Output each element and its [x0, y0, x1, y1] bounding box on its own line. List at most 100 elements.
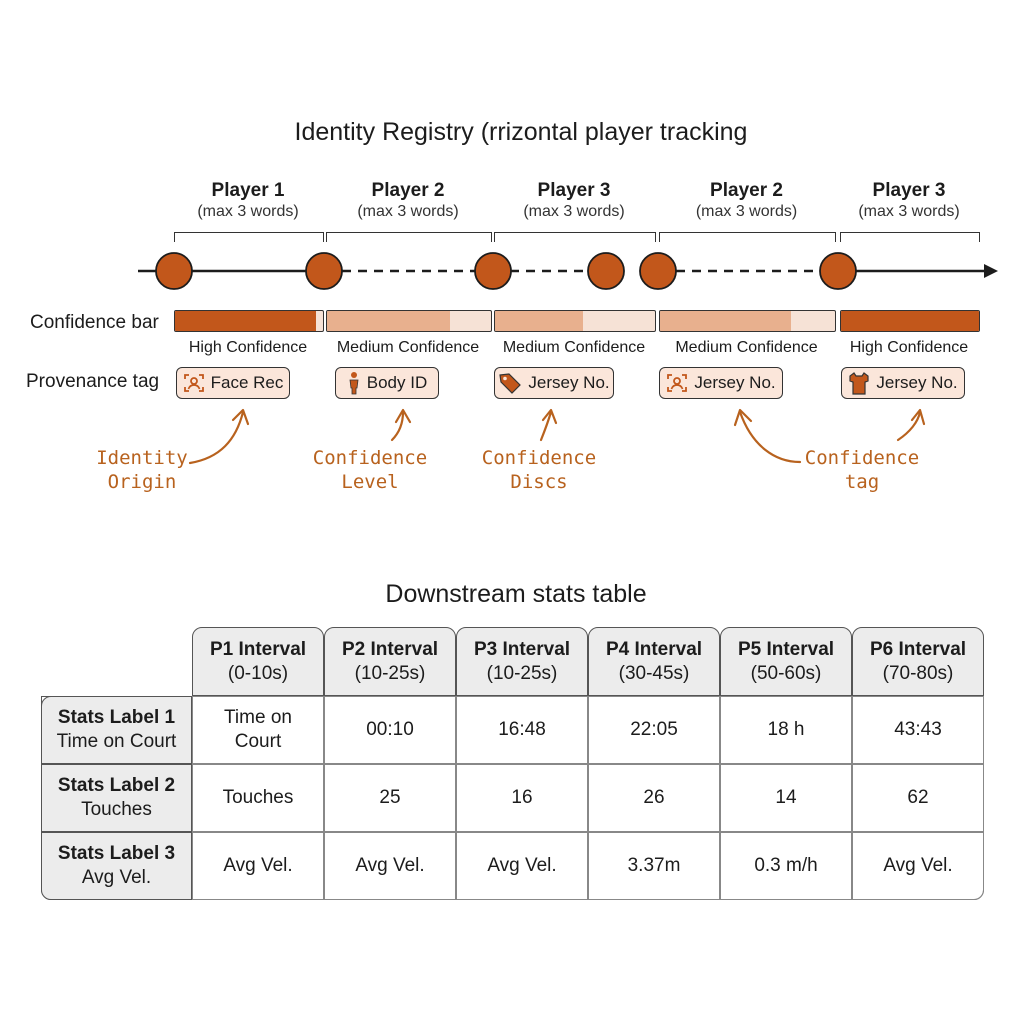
table-cell-text: 43:43 — [894, 719, 942, 740]
annotation-arrows — [188, 408, 926, 465]
table-cell-text: Time on — [224, 707, 292, 728]
segment-bracket — [326, 232, 492, 242]
confidence-fill — [495, 311, 583, 331]
table-cell: 16 — [456, 764, 588, 832]
table-cell: 18 h — [720, 696, 852, 764]
confidence-fill — [175, 311, 316, 331]
row-header: Stats Label 3 Avg Vel. — [41, 832, 192, 900]
segment-bracket — [494, 232, 656, 242]
arrow-curve — [188, 410, 245, 465]
table-cell-text: 14 — [775, 787, 797, 808]
arrow-curve — [539, 410, 553, 442]
column-header: P4 Interval (30-45s) — [588, 627, 720, 696]
player-name: Player 3 — [872, 180, 946, 201]
provenance-tag: Jersey No. — [494, 367, 614, 399]
provenance-tag-label: Jersey No. — [528, 373, 610, 392]
player-name: Player 1 — [211, 180, 285, 201]
table-cell-text: 16:48 — [498, 719, 546, 740]
price-tag-icon — [498, 372, 522, 394]
arrow-curve — [896, 410, 922, 442]
row-header-label: Stats Label 1 — [57, 707, 176, 728]
column-header-label: P4 Interval — [605, 638, 703, 660]
confidence-label: Medium Confidence — [675, 339, 818, 356]
player-name: Player 3 — [537, 180, 611, 201]
player-note: (max 3 words) — [357, 203, 459, 220]
player-node — [474, 252, 512, 290]
confidence-bar — [494, 310, 656, 332]
table-cell-text: Court — [234, 731, 282, 752]
player-node — [155, 252, 193, 290]
column-header: P1 Interval (0-10s) — [192, 627, 324, 696]
confidence-label: High Confidence — [188, 339, 308, 356]
provenance-tag-label: Jersey No. — [694, 373, 776, 392]
face-id-icon — [666, 372, 688, 394]
provenance-tag-label: Face Rec — [210, 373, 284, 392]
table-cell-text: Avg Vel. — [355, 855, 425, 876]
row-header-sub: Avg Vel. — [81, 867, 152, 888]
column-header: P3 Interval (10-25s) — [456, 627, 588, 696]
confidence-bar — [326, 310, 492, 332]
arrow-head — [910, 408, 926, 426]
player-note: (max 3 words) — [695, 203, 798, 220]
table-cell: Avg Vel. — [324, 832, 456, 900]
provenance-tag-label: Body ID — [366, 373, 428, 392]
arrow-head — [733, 408, 753, 427]
row-header: Stats Label 1 Time on Court — [41, 696, 192, 764]
segment-header: Player 1 (max 3 words) — [154, 180, 342, 222]
row-header-label: Stats Label 2 — [57, 775, 176, 796]
table-cell: 25 — [324, 764, 456, 832]
table-cell-text: 3.37m — [627, 855, 681, 876]
confidence-bar — [659, 310, 836, 332]
column-header-label: P3 Interval — [473, 638, 571, 660]
column-header-range: (0-10s) — [227, 662, 289, 684]
timeline — [138, 252, 998, 290]
provenance-tag: Body ID — [335, 367, 439, 399]
arrow-head — [541, 408, 558, 425]
table-cell: Avg Vel. — [192, 832, 324, 900]
provenance-tag: Jersey No. — [659, 367, 783, 399]
table-cell-text: 00:10 — [366, 719, 414, 740]
confidence-label: Medium Confidence — [502, 339, 646, 356]
jersey-icon — [848, 371, 870, 395]
person-icon — [347, 371, 361, 395]
player-note: (max 3 words) — [858, 203, 960, 220]
segment-header: Player 3 (max 3 words) — [820, 180, 998, 222]
registry-title: Identity Registry (rrizontal player trac… — [294, 118, 748, 146]
table-cell-text: 18 h — [767, 719, 805, 740]
row-header-label: Stats Label 3 — [57, 843, 176, 864]
provenance-tag: Jersey No. — [841, 367, 965, 399]
stats-table-title: Downstream stats table — [385, 580, 647, 608]
arrow-head — [231, 408, 250, 426]
segment-header: Player 3 (max 3 words) — [474, 180, 674, 222]
table-cell: 00:10 — [324, 696, 456, 764]
arrow-curve — [738, 410, 802, 464]
player-node — [639, 252, 677, 290]
column-header: P2 Interval (10-25s) — [324, 627, 456, 696]
table-cell-text: 0.3 m/h — [754, 855, 818, 876]
column-header-range: (10-25s) — [354, 662, 426, 684]
table-cell: 3.37m — [588, 832, 720, 900]
table-cell: 62 — [852, 764, 984, 832]
column-header-range: (70-80s) — [882, 662, 954, 684]
player-node — [819, 252, 857, 290]
confidence-label: Medium Confidence — [336, 339, 480, 356]
segment-bracket — [659, 232, 836, 242]
confidence-bar — [840, 310, 980, 332]
provenance-row-label: Provenance tag — [26, 371, 160, 392]
table-cell: Avg Vel. — [456, 832, 588, 900]
segment-header: Player 2 (max 3 words) — [639, 180, 854, 222]
column-header: P5 Interval (50-60s) — [720, 627, 852, 696]
player-note: (max 3 words) — [197, 203, 299, 220]
column-header: P6 Interval (70-80s) — [852, 627, 984, 696]
confidence-bar — [174, 310, 324, 332]
table-cell: 43:43 — [852, 696, 984, 764]
player-node — [305, 252, 343, 290]
confidence-row-label: Confidence bar — [30, 312, 159, 333]
column-header-range: (10-25s) — [486, 662, 558, 684]
confidence-fill — [327, 311, 450, 331]
table-cell: 16:48 — [456, 696, 588, 764]
table-cell: 22:05 — [588, 696, 720, 764]
